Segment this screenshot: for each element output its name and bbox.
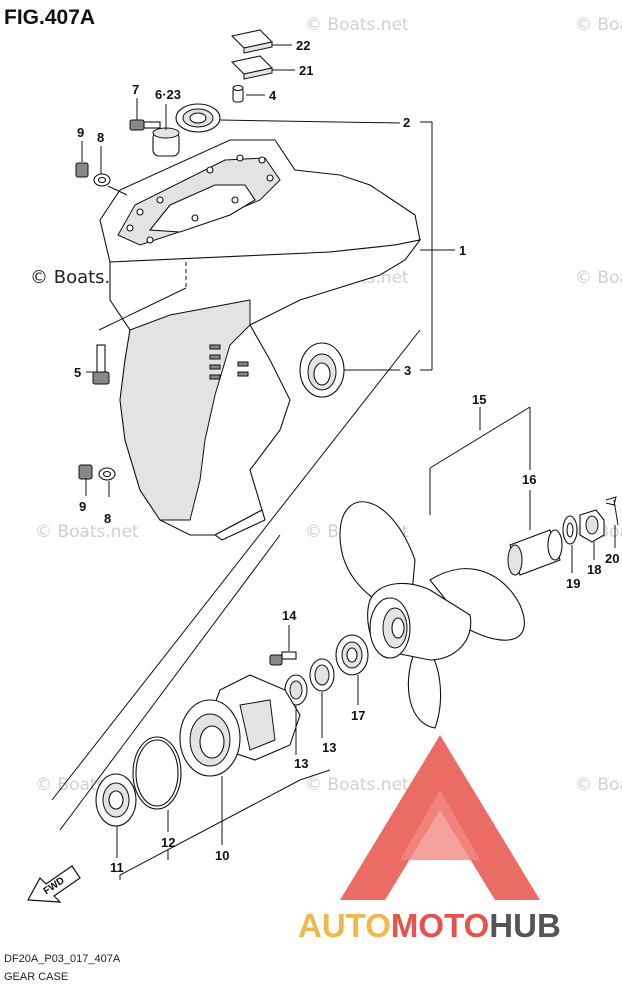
watermark: © Boats.net — [575, 775, 622, 795]
callout-4: 4 — [269, 88, 277, 103]
footer-code: DF20A_P03_017_407A — [4, 953, 121, 965]
part-14-bolt — [269, 651, 297, 666]
callout-13-inner: 13 — [294, 756, 308, 771]
logo-triangle-outer — [340, 735, 540, 900]
figure-title: FIG.407A — [4, 6, 95, 29]
footer-name: GEAR CASE — [4, 971, 68, 983]
leader-lines — [51, 44, 616, 880]
part-21-shim — [230, 55, 274, 80]
watermark: © Boats.net — [305, 15, 409, 35]
part-8-washer-lower — [98, 467, 116, 481]
callout-20: 20 — [605, 551, 619, 566]
callout-15: 15 — [472, 392, 486, 407]
part-18-castle-nut — [579, 509, 605, 543]
automotohub-logo: AUTOMOTOHUB — [298, 735, 561, 944]
part-1-gear-case — [99, 139, 422, 541]
callout-11: 11 — [110, 860, 124, 875]
fwd-arrow: FWD — [27, 865, 81, 903]
part-22-shim — [230, 29, 274, 54]
part-7-bolt — [129, 119, 161, 131]
part-9-bolt-lower — [78, 464, 93, 480]
callout-13-outer: 13 — [322, 740, 336, 755]
callout-14: 14 — [282, 608, 297, 623]
part-10-shaft-housing — [179, 674, 301, 777]
part-5-bolt — [92, 344, 110, 385]
callout-1: 1 — [459, 243, 466, 258]
callout-21: 21 — [299, 63, 313, 78]
callout-17: 17 — [351, 708, 365, 723]
logo-word-moto: MOTO — [391, 907, 489, 944]
callouts: 22 21 4 6·23 7 2 9 8 1 3 5 9 8 15 16 19 … — [74, 38, 619, 875]
callout-18: 18 — [587, 562, 601, 577]
watermark: © Boats.net — [35, 522, 139, 542]
watermark: © Boats.net — [305, 775, 409, 795]
part-6-bushing — [152, 127, 180, 157]
svg-text:AUTOMOTOHUB: AUTOMOTOHUB — [298, 907, 561, 944]
part-4-pin — [232, 84, 244, 103]
callout-19: 19 — [566, 576, 580, 591]
part-6-23-bearing — [175, 103, 221, 133]
part-15-propeller — [339, 501, 525, 729]
callout-10: 10 — [215, 848, 229, 863]
callout-2: 2 — [403, 115, 410, 130]
callout-12: 12 — [161, 835, 175, 850]
logo-triangle-inner — [400, 790, 480, 860]
callout-8-upper: 8 — [97, 130, 104, 145]
callout-9-upper: 9 — [77, 125, 84, 140]
callout-5: 5 — [74, 365, 81, 380]
logo-word-hub: HUB — [489, 907, 561, 944]
part-11-oil-seal — [95, 773, 137, 827]
part-9-bolt-upper — [75, 162, 89, 178]
part-19-washer — [562, 515, 578, 545]
callout-7: 7 — [132, 82, 139, 97]
part-13-oil-seal-outer — [309, 658, 335, 692]
part-12-o-ring — [132, 736, 182, 810]
callout-8-lower: 8 — [104, 511, 111, 526]
watermark: © Boats.net — [575, 268, 622, 288]
callout-3: 3 — [404, 363, 411, 378]
part-8-washer-upper — [93, 173, 111, 187]
part-3-oil-seal — [299, 342, 345, 398]
callout-6-23: 6·23 — [155, 87, 181, 102]
part-16-spacer — [507, 529, 563, 576]
part-17-oil-seal — [335, 634, 369, 676]
logo-word-auto: AUTO — [298, 907, 391, 944]
callout-22: 22 — [296, 38, 310, 53]
callout-16: 16 — [522, 472, 536, 487]
callout-9-lower: 9 — [79, 499, 86, 514]
watermark: © Boats.net — [575, 15, 622, 35]
part-20-cotter-pin — [605, 496, 619, 526]
